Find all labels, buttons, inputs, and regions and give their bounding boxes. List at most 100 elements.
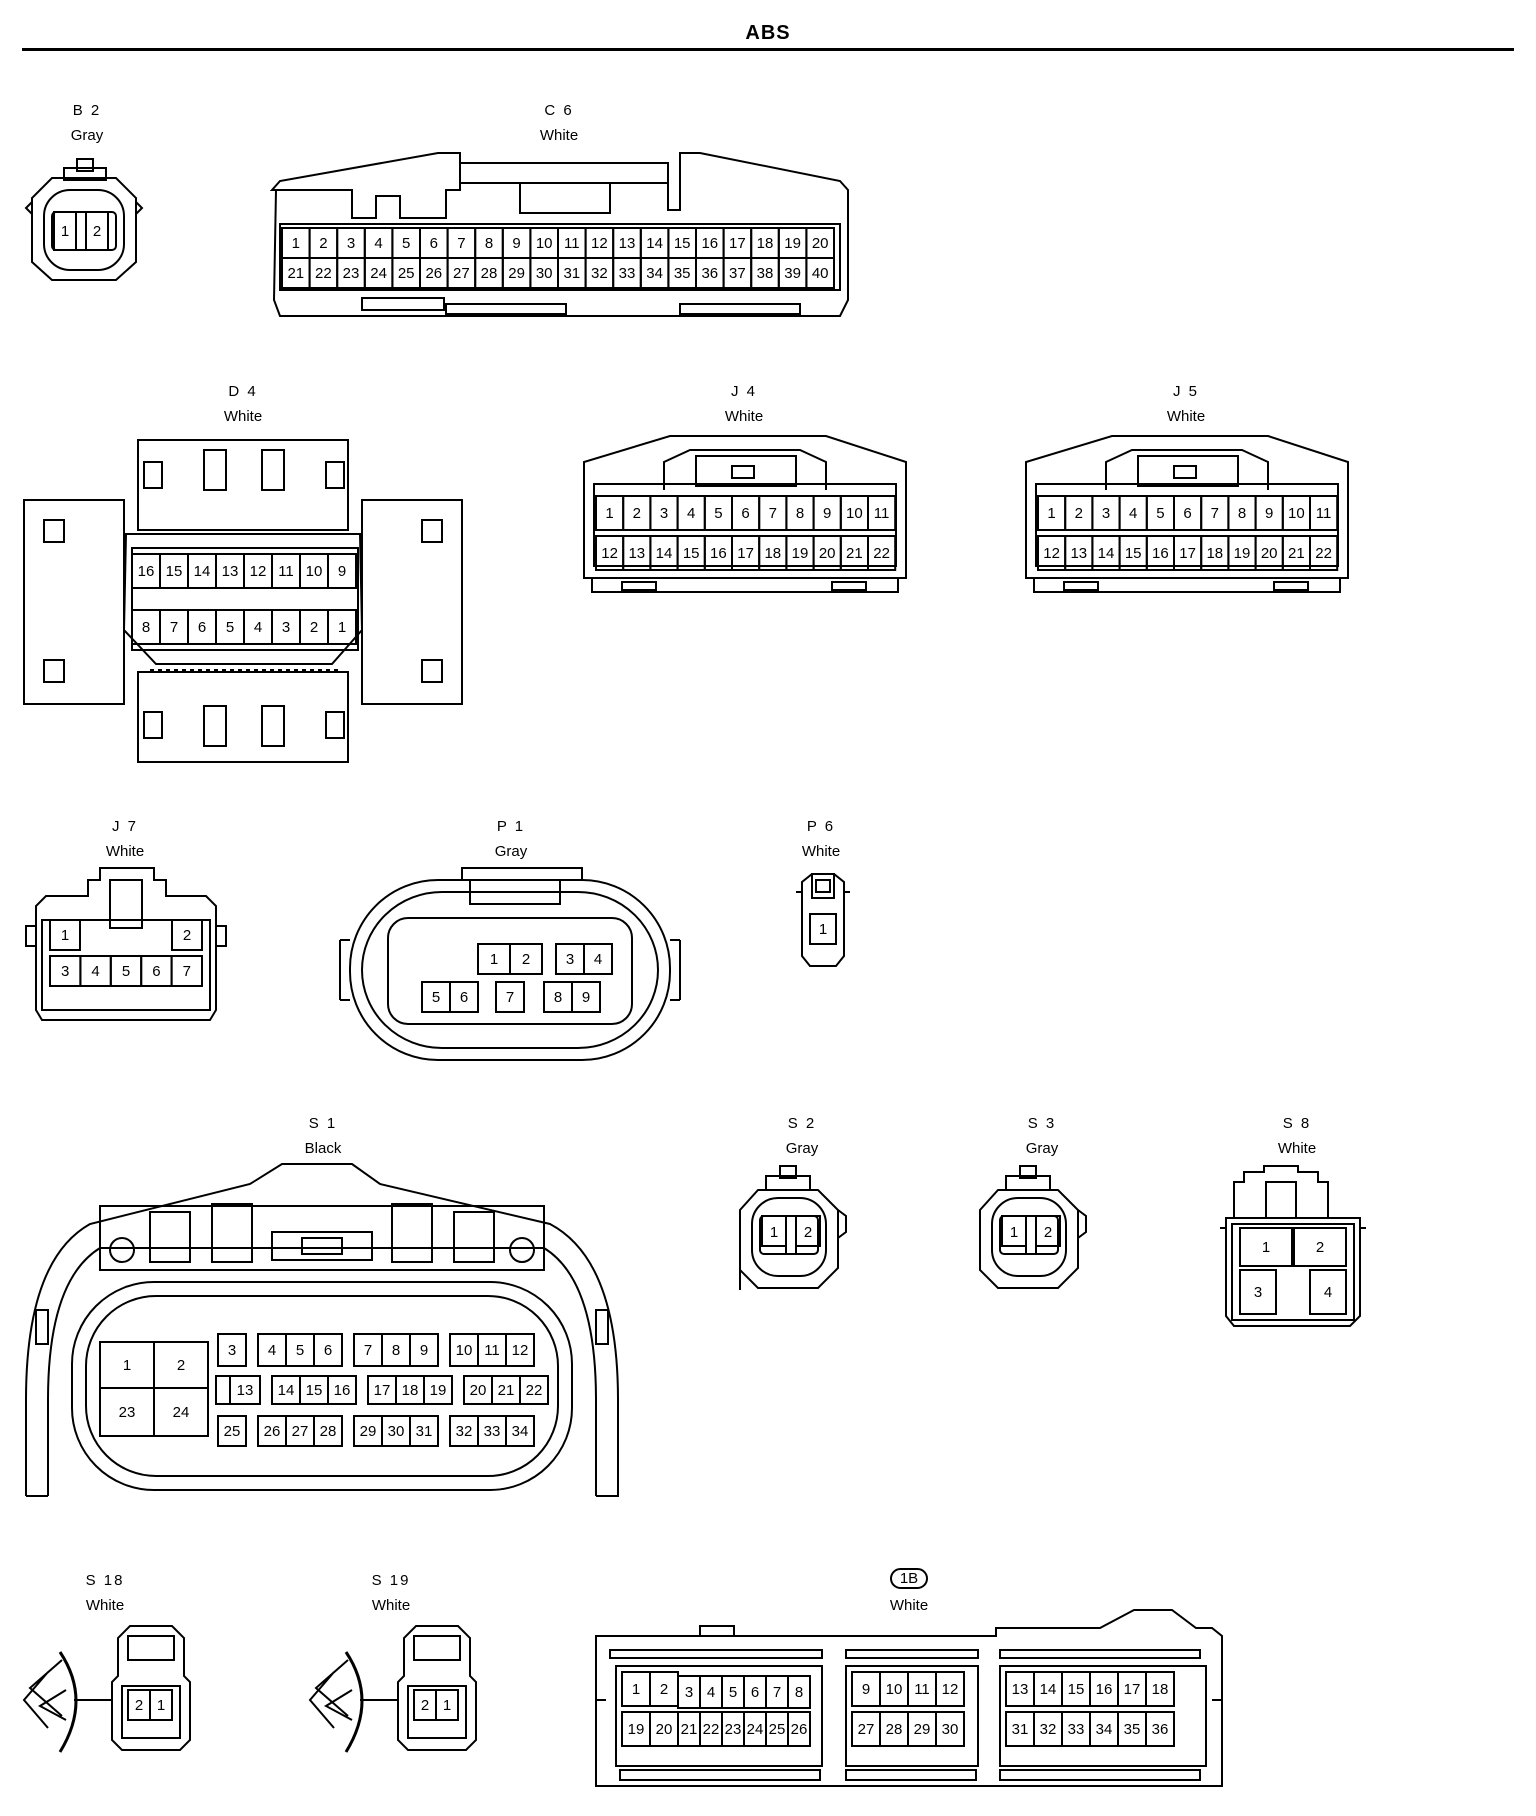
s1-pin-label: 19 (430, 1382, 447, 1399)
j5-pin-label: 17 (1179, 545, 1196, 562)
j5-pin-label: 20 (1261, 545, 1278, 562)
j5-pin-label: 10 (1288, 505, 1305, 522)
j5-pin-label: 11 (1316, 505, 1332, 522)
d4-pin-cell (327, 609, 357, 645)
j4-pin-label: 1 (605, 505, 613, 522)
j5-pin-cell (1309, 495, 1339, 531)
d4-pin-label: 15 (166, 563, 183, 580)
c6-pin-label: 29 (508, 265, 525, 282)
1b-pin-label: 29 (914, 1721, 931, 1738)
connector-code: 1B (889, 1568, 929, 1589)
connector-code: S 8 (1282, 1115, 1312, 1132)
c6-pin-label: 7 (457, 235, 465, 252)
j7-pin-cell (170, 955, 204, 987)
c6-pin-label: 30 (536, 265, 553, 282)
d4-pin-label: 5 (226, 619, 234, 636)
c6-pin-label: 24 (370, 265, 387, 282)
connector-code: P 6 (806, 818, 836, 835)
1b-pin-label: 5 (729, 1684, 737, 1701)
s1-pin-label: 32 (456, 1423, 473, 1440)
1b-pin-label: 24 (747, 1721, 764, 1738)
1b-pin-label: 11 (914, 1681, 930, 1698)
j5-pin-label: 21 (1288, 545, 1305, 562)
connector-p6 (796, 873, 850, 967)
j7-pin-cell (171, 919, 203, 951)
1b-pin-cell (935, 1671, 965, 1707)
c6-pin-cell (805, 257, 836, 289)
connector-color: White (889, 1597, 929, 1614)
s1-pin-label: 13 (237, 1382, 254, 1399)
c6-pin-label: 38 (757, 265, 774, 282)
1b-pin-label: 27 (858, 1721, 875, 1738)
p1-pin-cell (495, 981, 525, 1013)
s1-pin-label: 14 (278, 1382, 295, 1399)
c6-pin-label: 34 (646, 265, 663, 282)
c6-pin-label: 26 (425, 265, 442, 282)
connector-code: P 1 (496, 818, 526, 835)
j5-pin-label: 14 (1098, 545, 1115, 562)
connector-label-1b: 1B White (849, 1568, 969, 1614)
1b-pin-label: 18 (1152, 1681, 1169, 1698)
1b-pin-label: 35 (1124, 1721, 1141, 1738)
connector-color: White (105, 843, 145, 860)
j5-pin-label: 15 (1125, 545, 1142, 562)
d4-pin-label: 3 (282, 619, 290, 636)
s8-pin-cell (1239, 1227, 1293, 1267)
s1-pin-label: 20 (470, 1382, 487, 1399)
s1-pin-label: 16 (334, 1382, 351, 1399)
j7-pin-cell (49, 919, 81, 951)
j4-pin-label: 17 (737, 545, 754, 562)
s1-pin-label: 29 (360, 1423, 377, 1440)
s19-pin-label: 1 (443, 1697, 451, 1714)
c6-pin-label: 25 (398, 265, 415, 282)
s1-pin-label: 9 (420, 1342, 428, 1359)
j4-pin-cell (867, 535, 897, 571)
j5-pin-label: 8 (1238, 505, 1246, 522)
c6-pin-label: 39 (784, 265, 801, 282)
s1-pin-label: 28 (320, 1423, 337, 1440)
connector-code: S 18 (85, 1572, 125, 1589)
j4-pin-label: 21 (846, 545, 863, 562)
c6-pin-label: 16 (701, 235, 718, 252)
1b-pin-cell (1145, 1671, 1175, 1707)
j7-pin-label: 7 (183, 963, 191, 980)
connector-color: White (223, 408, 263, 425)
s1-pin-label: 31 (416, 1423, 433, 1440)
1b-pin-label: 23 (725, 1721, 742, 1738)
p1-pin-label: 4 (594, 951, 602, 968)
j7-pin-label: 1 (61, 927, 69, 944)
1b-pin-label: 1 (632, 1681, 640, 1698)
d4-pin-label: 7 (170, 619, 178, 636)
connector-color: White (724, 408, 764, 425)
s1-pin-label: 25 (224, 1423, 241, 1440)
s8-pin-label: 1 (1262, 1239, 1270, 1256)
d4-pin-label: 9 (338, 563, 346, 580)
1b-pin-label: 6 (751, 1684, 759, 1701)
1b-pin-label: 22 (703, 1721, 720, 1738)
p6-pin-cell (809, 913, 837, 945)
d4-pin-label: 1 (338, 619, 346, 636)
1b-pin-label: 12 (942, 1681, 959, 1698)
d4-pin-label: 11 (278, 563, 294, 580)
d4-pin-label: 12 (250, 563, 267, 580)
connector-s19 (308, 1625, 477, 1753)
connector-code: S 19 (371, 1572, 411, 1589)
c6-pin-label: 3 (347, 235, 355, 252)
j4-pin-label: 16 (710, 545, 727, 562)
s1-pin-label: 34 (512, 1423, 529, 1440)
s1-pin-label: 7 (364, 1342, 372, 1359)
c6-pin-label: 28 (481, 265, 498, 282)
s1-pin-label: 8 (392, 1342, 400, 1359)
s3-pin-label: 1 (1010, 1224, 1018, 1241)
j5-pin-label: 4 (1129, 505, 1137, 522)
s1-pin-label: 27 (292, 1423, 309, 1440)
1b-pin-label: 21 (681, 1721, 698, 1738)
j4-pin-label: 9 (823, 505, 831, 522)
connector-code: J 7 (111, 818, 138, 835)
j4-pin-label: 13 (628, 545, 645, 562)
s1-pin-cell (505, 1333, 535, 1367)
j4-pin-label: 3 (660, 505, 668, 522)
